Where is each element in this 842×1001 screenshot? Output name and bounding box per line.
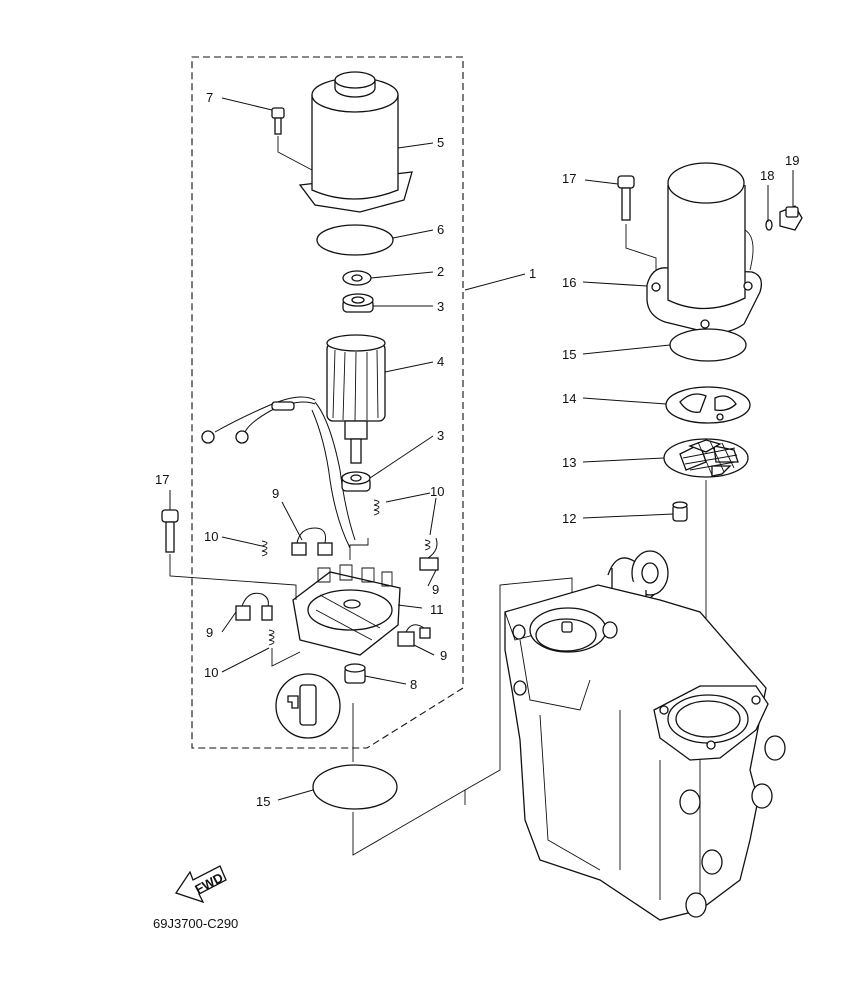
part-17-bolt-left xyxy=(161,509,179,553)
callout-17-right: 17 xyxy=(562,171,576,186)
diagram-code: 69J3700-C290 xyxy=(153,916,238,931)
callout-3-upper: 3 xyxy=(437,299,444,314)
part-10-spring-d xyxy=(424,539,431,551)
callout-14: 14 xyxy=(562,391,576,406)
callout-9-left: 9 xyxy=(206,625,213,640)
part-10-spring-b xyxy=(261,540,268,557)
part-11-brush-holder xyxy=(292,538,401,656)
detail-inset-circle xyxy=(275,673,341,739)
part-15-o-ring-lower xyxy=(312,764,398,810)
part-14-gasket xyxy=(665,386,751,424)
part-9-brush-d xyxy=(397,624,431,647)
part-15-o-ring-upper xyxy=(669,328,747,362)
callout-1: 1 xyxy=(529,266,536,281)
part-16-reservoir xyxy=(646,162,763,334)
part-3-bearing-lower xyxy=(341,471,371,492)
leader-lines xyxy=(169,97,794,801)
part-10-spring-c xyxy=(268,629,275,646)
connector-line-inset xyxy=(271,648,301,667)
bolt-right-guide xyxy=(625,224,657,278)
assembly-boundary xyxy=(191,56,464,749)
bolt-guide-line xyxy=(169,554,297,600)
callout-13: 13 xyxy=(562,455,576,470)
callout-6: 6 xyxy=(437,222,444,237)
part-2-washer xyxy=(342,270,372,286)
callout-9-upper: 9 xyxy=(272,486,279,501)
callout-11: 11 xyxy=(430,602,444,617)
fwd-arrow-icon: FWD xyxy=(174,865,227,904)
callout-5: 5 xyxy=(437,135,444,150)
callout-17-left: 17 xyxy=(155,472,169,487)
callout-10-left: 10 xyxy=(204,529,218,544)
callout-7: 7 xyxy=(206,90,213,105)
callout-18: 18 xyxy=(760,168,774,183)
callout-12: 12 xyxy=(562,511,576,526)
callout-10-lower: 10 xyxy=(204,665,218,680)
callout-9-right: 9 xyxy=(432,582,439,597)
part-19-plug xyxy=(779,205,803,231)
part-17-bolt-right xyxy=(617,175,635,221)
screw-guide-line xyxy=(277,136,313,171)
part-9-brush-a xyxy=(291,527,333,556)
callout-19: 19 xyxy=(785,153,799,168)
part-9-brush-c xyxy=(419,537,439,571)
part-7-screw xyxy=(271,107,285,135)
callout-15-upper: 15 xyxy=(562,347,576,362)
callout-3-lower: 3 xyxy=(437,428,444,443)
part-3-bearing-upper xyxy=(342,293,374,313)
callout-9-lower: 9 xyxy=(440,648,447,663)
callout-2: 2 xyxy=(437,264,444,279)
callout-15-lower: 15 xyxy=(256,794,270,809)
callout-8: 8 xyxy=(410,677,417,692)
part-9-brush-b xyxy=(235,592,273,621)
part-12-plug xyxy=(672,501,688,522)
axis-line-lower xyxy=(352,703,466,856)
part-5-motor-housing xyxy=(298,71,413,213)
part-18-o-ring-small xyxy=(765,219,773,231)
part-4-armature xyxy=(326,334,386,464)
callout-16: 16 xyxy=(562,275,576,290)
part-13-filter xyxy=(663,438,749,478)
part-6-o-ring xyxy=(316,224,394,256)
part-10-spring-a xyxy=(373,499,380,516)
part-8-bushing xyxy=(344,663,366,684)
fwd-label: FWD xyxy=(192,870,225,897)
trim-tilt-housing xyxy=(504,550,786,921)
callout-4: 4 xyxy=(437,354,444,369)
motor-wire-leads xyxy=(201,396,356,549)
callout-10-upper-right: 10 xyxy=(430,484,444,499)
